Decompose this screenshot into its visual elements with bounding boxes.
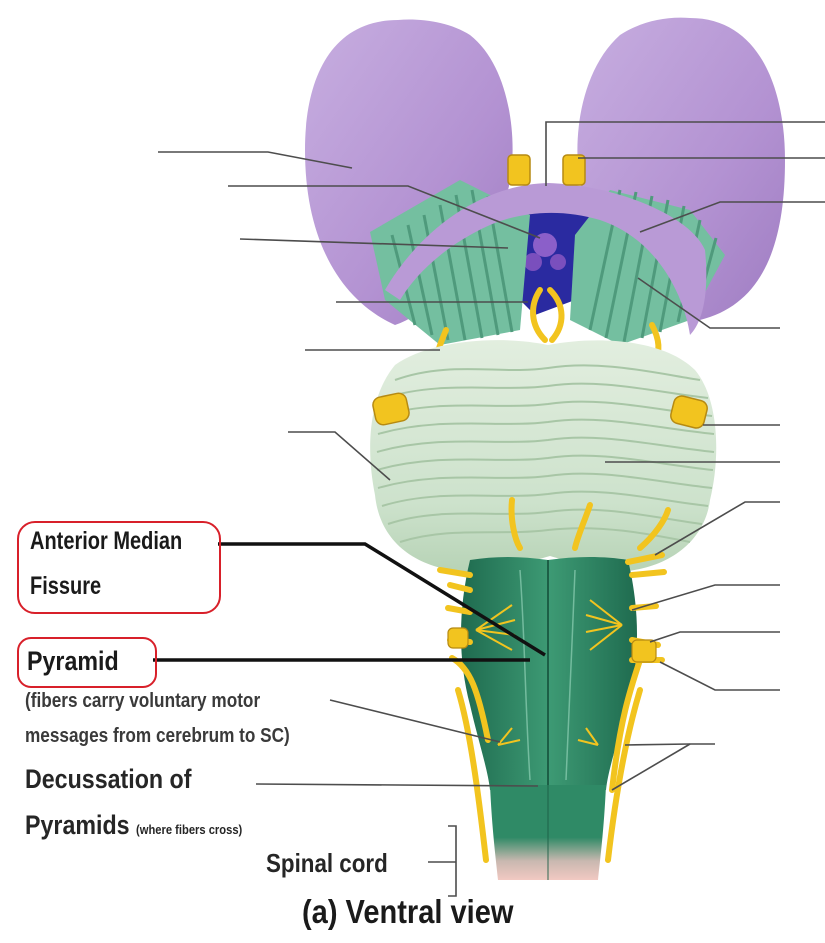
spinal-cord	[490, 785, 606, 880]
decussation-label: Decussation of	[25, 764, 219, 795]
decussation-label-line2: Pyramids (where fibers cross)	[25, 810, 278, 841]
anterior-median-fissure-label: Anterior Median	[30, 527, 220, 556]
anterior-median-fissure-label-line2: Fissure	[30, 572, 119, 601]
decussation-note: (where fibers cross)	[136, 822, 242, 837]
figure-caption: (a) Ventral view	[302, 893, 542, 931]
pyramid-description-line2: messages from cerebrum to SC)	[25, 725, 333, 748]
decussation-pyramids-text: Pyramids	[25, 810, 130, 840]
pyramid-description-line1: (fibers carry voluntary motor	[25, 690, 298, 713]
pons	[370, 340, 716, 572]
pyramid-label: Pyramid	[27, 646, 134, 677]
spinal-cord-label: Spinal cord	[266, 848, 408, 879]
medulla-oblongata	[461, 557, 637, 790]
